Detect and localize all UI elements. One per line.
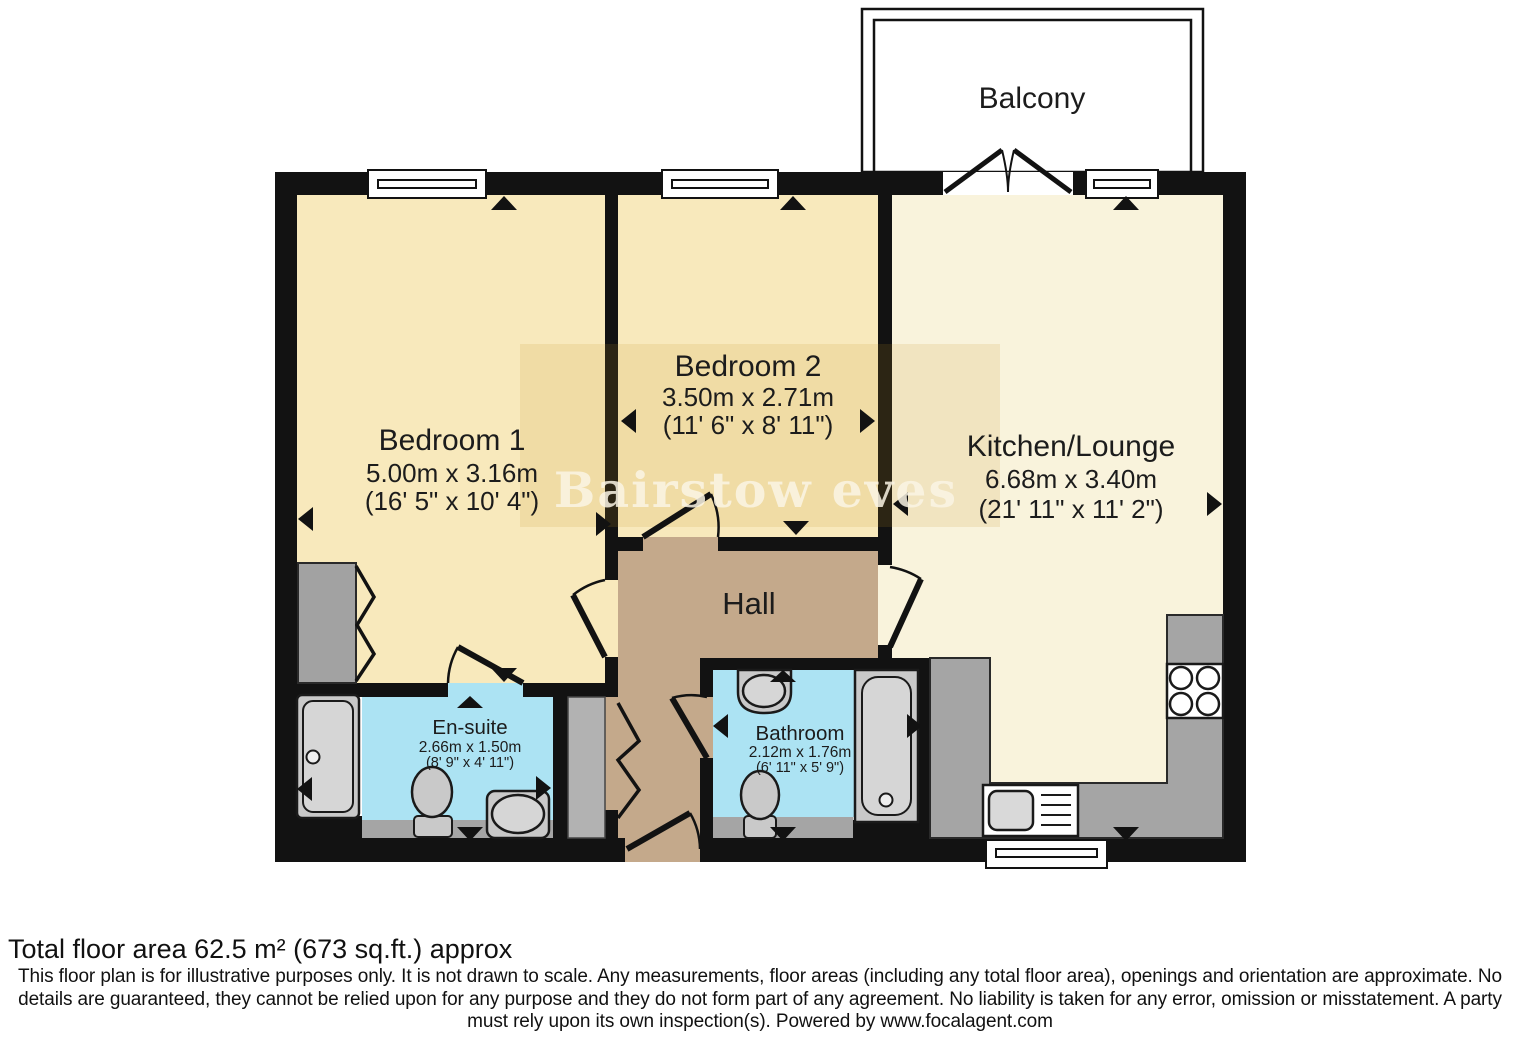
wardrobe-bifold-door xyxy=(354,565,377,682)
bedroom2-dim-ft: (11' 6" x 8' 11") xyxy=(663,410,834,440)
bedroom1-arrow-down xyxy=(491,668,517,682)
kitchen-floor-a xyxy=(892,195,1223,658)
ensuite-arrow-left xyxy=(297,777,312,801)
kitchen-arrow-down xyxy=(1113,827,1139,841)
bathroom-bathtub xyxy=(853,668,920,824)
hall-cupboard xyxy=(567,696,606,839)
balcony-label: Balcony xyxy=(979,82,1086,115)
window-kitchen-top xyxy=(1085,169,1159,199)
watermark-text: Bairstow eves xyxy=(554,461,958,519)
bedroom1-door xyxy=(570,578,608,659)
watermark-square xyxy=(520,344,1000,527)
bedroom2-dim-m: 3.50m x 2.71m xyxy=(662,382,834,412)
bedroom2-floor xyxy=(618,195,878,537)
bathroom-arrow-up xyxy=(770,670,796,682)
bathroom-toilet xyxy=(739,769,781,839)
disclaimer: This floor plan is for illustrative purp… xyxy=(0,966,1520,1034)
hall-label: Hall xyxy=(722,586,775,621)
bathroom-arrow-down xyxy=(770,827,796,841)
kitchen-dim-m: 6.68m x 3.40m xyxy=(985,464,1157,494)
bathroom-dim-m: 2.12m x 1.76m xyxy=(749,744,852,761)
kitchen-arrow-right xyxy=(1207,492,1222,516)
bedroom2-arrow-down xyxy=(783,521,809,535)
ensuite-label: En-suite xyxy=(432,716,507,739)
disclaimer-line3: must rely upon its own inspection(s). Po… xyxy=(467,1011,1053,1032)
entrance-door xyxy=(625,810,702,852)
windows xyxy=(367,169,1159,869)
ensuite-door xyxy=(446,644,525,686)
doors xyxy=(446,147,1073,852)
floors xyxy=(297,195,1223,838)
bathroom-arrow-right xyxy=(907,714,922,738)
ensuite-sink xyxy=(485,789,551,840)
total-floor-area: Total floor area 62.5 m² (673 sq.ft.) ap… xyxy=(8,934,513,964)
bedroom1-label: Bedroom 1 xyxy=(379,424,526,457)
bedroom1-dim-m: 5.00m x 3.16m xyxy=(366,458,538,488)
ensuite-dim-ft: (8' 9" x 4' 11") xyxy=(426,755,514,771)
ensuite-arrow-up xyxy=(457,696,483,708)
disclaimer-line1: This floor plan is for illustrative purp… xyxy=(18,966,1502,987)
bedroom1-dim-ft: (16' 5" x 10' 4") xyxy=(365,486,539,516)
ensuite-dim-m: 2.66m x 1.50m xyxy=(419,739,522,756)
kitchen-sink xyxy=(981,783,1080,838)
bedroom2-arrow-up xyxy=(780,196,806,210)
ensuite-arrow-right xyxy=(536,776,551,800)
balcony-french-doors xyxy=(943,147,1073,195)
bedroom2-door xyxy=(641,491,720,540)
ensuite-bathtub xyxy=(295,693,361,820)
window-bedroom2 xyxy=(661,169,779,199)
ensuite-toilet xyxy=(410,765,454,838)
kitchen-dim-ft: (21' 11" x 11' 2") xyxy=(979,494,1164,524)
bedroom1-arrow-left xyxy=(298,507,313,531)
bedroom1-arrow-up xyxy=(491,196,517,210)
dimension-arrows xyxy=(297,196,1222,841)
floorplan-drawing: Balcony Bedroom 1 5.00m x 3.16m (16' 5" … xyxy=(275,7,1246,869)
bedroom1-arrow-right xyxy=(596,512,611,536)
bathroom-label: Bathroom xyxy=(756,722,845,745)
balcony xyxy=(860,7,1205,174)
bathroom-arrow-left xyxy=(713,714,728,738)
kitchen-arrow-up xyxy=(1113,196,1139,210)
ensuite-arrow-down xyxy=(457,827,483,841)
bedroom2-arrow-left xyxy=(621,409,636,433)
bathroom-dim-ft: (6' 11" x 5' 9") xyxy=(756,760,844,776)
bedroom2-arrow-right xyxy=(860,409,875,433)
kitchen-arrow-left xyxy=(893,492,908,516)
window-kitchen-bottom xyxy=(985,839,1108,869)
kitchen-label: Kitchen/Lounge xyxy=(967,430,1176,463)
bathroom-door xyxy=(669,693,710,760)
disclaimer-line2: details are guaranteed, they cannot be r… xyxy=(18,988,1502,1010)
bedroom2-label: Bedroom 2 xyxy=(675,350,822,383)
kitchen-door xyxy=(887,565,924,649)
door-openings xyxy=(448,172,1073,862)
hob xyxy=(1165,662,1225,720)
window-bedroom1 xyxy=(367,169,487,199)
cupboard-bifold-door xyxy=(615,702,642,820)
hall-floor-a xyxy=(618,551,878,658)
wardrobe xyxy=(297,562,357,684)
